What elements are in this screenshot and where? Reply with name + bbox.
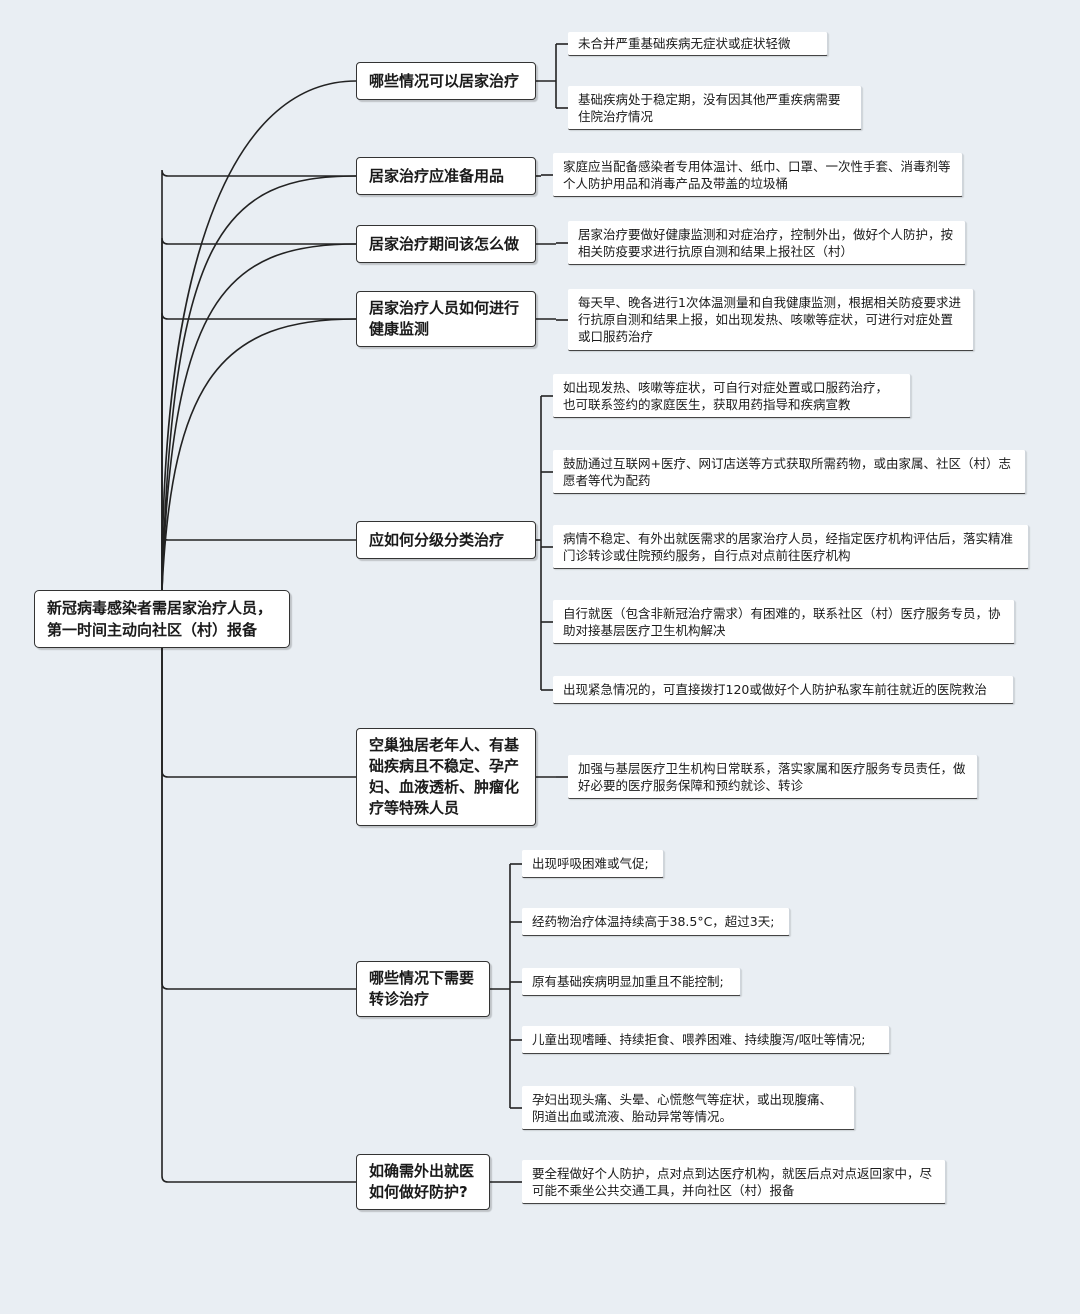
leaf-disease-worsening[interactable]: 原有基础疾病明显加重且不能控制; (522, 968, 741, 996)
branch-label: 居家治疗期间该怎么做 (369, 234, 520, 253)
branch-label: 哪些情况下需要转诊治疗 (369, 969, 475, 1008)
leaf-referral[interactable]: 病情不稳定、有外出就医需求的居家治疗人员，经指定医疗机构评估后，落实精准门诊转诊… (553, 525, 1029, 569)
branch-special-groups[interactable]: 空巢独居老年人、有基础疾病且不稳定、孕产妇、血液透析、肿瘤化疗等特殊人员 (356, 728, 536, 826)
leaf-children-symptoms[interactable]: 儿童出现嗜睡、持续拒食、喂养困难、持续腹泻/呕吐等情况; (522, 1026, 890, 1054)
branch-referral-conditions[interactable]: 哪些情况下需要转诊治疗 (356, 961, 490, 1017)
leaf-breathing-difficulty[interactable]: 出现呼吸困难或气促; (522, 850, 664, 878)
branch-supplies[interactable]: 居家治疗应准备用品 (356, 157, 536, 195)
leaf-stable-condition[interactable]: 基础疾病处于稳定期，没有因其他严重疾病需要住院治疗情况 (568, 86, 862, 130)
leaf-special-groups[interactable]: 加强与基层医疗卫生机构日常联系，落实家属和医疗服务专员责任，做好必要的医疗服务保… (568, 755, 978, 799)
branch-health-monitoring[interactable]: 居家治疗人员如何进行健康监测 (356, 291, 536, 347)
leaf-during-treatment[interactable]: 居家治疗要做好健康监测和对症治疗，控制外出，做好个人防护，按相关防疫要求进行抗原… (568, 221, 966, 265)
leaf-persistent-fever[interactable]: 经药物治疗体温持续高于38.5°C，超过3天; (522, 908, 790, 936)
connector-root-branch (161, 619, 356, 1183)
leaf-supplies[interactable]: 家庭应当配备感染者专用体温计、纸巾、口罩、一次性手套、消毒剂等个人防护用品和消毒… (553, 153, 963, 197)
branch-graded-treatment[interactable]: 应如何分级分类治疗 (356, 521, 536, 559)
leaf-emergency[interactable]: 出现紧急情况的，可直接拨打120或做好个人防护私家车前往就近的医院救治 (553, 676, 1014, 704)
leaf-get-medicine[interactable]: 鼓励通过互联网+医疗、网订店送等方式获取所需药物，或由家属、社区（村）志愿者等代… (553, 450, 1026, 494)
leaf-pregnant-symptoms[interactable]: 孕妇出现头痛、头晕、心慌憋气等症状，或出现腹痛、阴道出血或流液、胎动异常等情况。 (522, 1086, 855, 1130)
leaf-health-monitoring[interactable]: 每天早、晚各进行1次体温测量和自我健康监测，根据相关防疫要求进行抗原自测和结果上… (568, 289, 974, 351)
branch-during-treatment[interactable]: 居家治疗期间该怎么做 (356, 225, 536, 263)
leaf-medical-access-help[interactable]: 自行就医（包含非新冠治疗需求）有困难的，联系社区（村）医疗服务专员，协助对接基层… (553, 600, 1015, 644)
branch-label: 如确需外出就医如何做好防护? (369, 1162, 475, 1201)
branch-home-treatment-conditions[interactable]: 哪些情况可以居家治疗 (356, 62, 536, 100)
branch-outing-protection[interactable]: 如确需外出就医如何做好防护? (356, 1154, 490, 1210)
branch-label: 哪些情况可以居家治疗 (369, 71, 520, 90)
connector-root-branch (161, 619, 356, 990)
root-node[interactable]: 新冠病毒感染者需居家治疗人员，第一时间主动向社区（村）报备 (34, 590, 290, 648)
leaf-self-treatment[interactable]: 如出现发热、咳嗽等症状，可自行对症处置或口服药治疗，也可联系签约的家庭医生，获取… (553, 374, 911, 418)
branch-label: 居家治疗人员如何进行健康监测 (369, 299, 520, 338)
connector-root-branch-curve (161, 175, 357, 591)
connector-root-branch (161, 80, 357, 591)
branch-label: 应如何分级分类治疗 (369, 530, 505, 549)
leaf-no-severe-disease[interactable]: 未合并严重基础疾病无症状或症状轻微 (568, 32, 828, 56)
leaf-outing-protection[interactable]: 要全程做好个人防护，点对点到达医疗机构，就医后点对点返回家中，尽可能不乘坐公共交… (522, 1160, 946, 1204)
root-label: 新冠病毒感染者需居家治疗人员，第一时间主动向社区（村）报备 (47, 599, 273, 639)
branch-label: 居家治疗应准备用品 (369, 166, 505, 185)
branch-label: 空巢独居老年人、有基础疾病且不稳定、孕产妇、血液透析、肿瘤化疗等特殊人员 (369, 736, 520, 817)
connector-root-branch-curve (161, 243, 357, 591)
connector-root-branch (161, 237, 356, 619)
connector-root-branch (161, 169, 356, 619)
connector-root-branch-curve (161, 318, 357, 591)
connector-root-branch (161, 312, 356, 619)
